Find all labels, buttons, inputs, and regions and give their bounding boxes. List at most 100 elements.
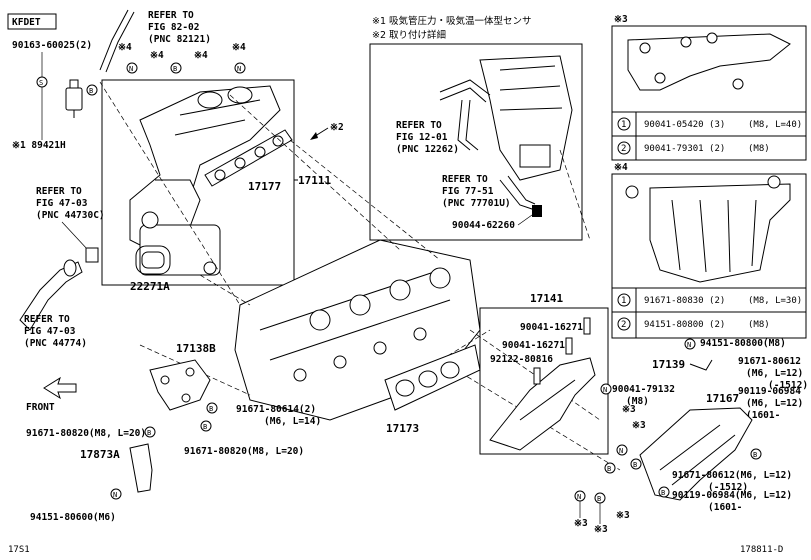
part-17177[interactable]: 17177 xyxy=(248,180,281,193)
bracket-17873a-drawing xyxy=(129,443,153,493)
callout-b-icon: B xyxy=(86,84,98,96)
part-90044[interactable]: 90044-62260 xyxy=(452,220,515,231)
svg-text:B: B xyxy=(173,65,177,73)
part-17111[interactable]: 17111 xyxy=(298,174,331,187)
part-91671-80614[interactable]: 91671-80614(2) xyxy=(236,404,316,415)
intake-manifold-flange-drawing xyxy=(625,175,791,283)
map-sensor-drawing xyxy=(65,79,83,118)
intake-manifold-drawing xyxy=(129,85,281,276)
note2-description: ※2 取り付け詳細 xyxy=(372,29,446,41)
part-91671-80612-a-spec: (M6, L=12) xyxy=(746,368,803,379)
part-91671-80820-b[interactable]: 91671-80820(M8, L=20) xyxy=(184,446,304,457)
kfdet-tag: KFDET xyxy=(7,13,57,30)
part-22271a[interactable]: 22271A xyxy=(130,280,170,293)
svg-text:90041-05420 (3): 90041-05420 (3) xyxy=(644,120,725,130)
svg-text:B: B xyxy=(147,429,151,437)
intake-manifold-box xyxy=(101,79,295,286)
part-17173[interactable]: 17173 xyxy=(386,422,419,435)
svg-text:KFDET: KFDET xyxy=(12,17,41,28)
exhaust-manifold-top-drawing xyxy=(627,32,791,91)
part-17873a[interactable]: 17873A xyxy=(80,448,120,461)
note4-row-2: 2 94151-80800 (2) (M8) xyxy=(617,317,770,331)
svg-text:B: B xyxy=(753,451,757,459)
part-94151-80600[interactable]: 94151-80600(M6) xyxy=(30,512,116,523)
detail-manifold-drawing xyxy=(479,55,573,181)
part-90041-16271-a[interactable]: 90041-16271 xyxy=(520,322,583,333)
note4-marker-a: ※4 xyxy=(118,42,132,53)
refer-to-fig-77-51-line1[interactable]: REFER TO xyxy=(442,174,488,185)
part-90119-06984-a[interactable]: 90119-06984 xyxy=(738,386,801,397)
pcv-hose-drawing xyxy=(19,259,83,331)
svg-text:B: B xyxy=(209,405,213,413)
part-91671-80612-b[interactable]: 91671-80612(M6, L=12) xyxy=(672,470,792,481)
part-94151-80800[interactable]: 94151-80800(M8) xyxy=(700,338,786,349)
part-91671-80614-spec: (M6, L=14) xyxy=(264,416,321,427)
part-90119-06984-b[interactable]: 90119-06984(M6, L=12) xyxy=(672,490,792,501)
note3-box xyxy=(611,25,807,161)
part-91671-80612-b-range: (-1512) xyxy=(708,482,748,493)
part-17139[interactable]: 17139 xyxy=(652,358,685,371)
part-91671-80612-a[interactable]: 91671-80612 xyxy=(738,356,801,367)
callout-b-icon: B xyxy=(594,492,606,504)
part-17141[interactable]: 17141 xyxy=(530,292,563,305)
callout-b-icon: B xyxy=(144,426,156,438)
note3-marker-e: ※3 xyxy=(594,524,608,535)
part-90041-16271-b[interactable]: 90041-16271 xyxy=(502,340,565,351)
note4-marker-d: ※4 xyxy=(232,42,246,53)
refer-to-fig-82-02-line1[interactable]: REFER TO xyxy=(148,10,194,21)
callout-s-icon: S xyxy=(36,76,48,88)
refer-to-fig-47-03-b-line3[interactable]: (PNC 44774) xyxy=(24,338,87,349)
exhaust-manifold-box xyxy=(479,307,609,455)
note3-marker-b: ※3 xyxy=(632,420,646,431)
svg-text:2: 2 xyxy=(621,320,626,330)
refer-to-fig-47-03-b-line1[interactable]: REFER TO xyxy=(24,314,70,325)
svg-text:(M8, L=40): (M8, L=40) xyxy=(748,120,802,130)
refer-to-fig-77-51-line2[interactable]: FIG 77-51 xyxy=(442,186,494,197)
exhaust-gasket-17173-drawing xyxy=(384,344,481,411)
footer-figure-id: 178811-D xyxy=(740,545,783,555)
note3-marker-title: ※3 xyxy=(614,14,628,25)
callout-b-icon: B xyxy=(604,462,616,474)
refer-to-fig-47-03-a-line2[interactable]: FIG 47-03 xyxy=(36,198,88,209)
part-91671-80820-a[interactable]: 91671-80820(M8, L=20) xyxy=(26,428,146,439)
refer-to-fig-47-03-b-line2[interactable]: FIG 47-03 xyxy=(24,326,76,337)
refer-to-fig-82-02-line2[interactable]: FIG 82-02 xyxy=(148,22,199,33)
note2-arrowhead-icon xyxy=(310,132,318,140)
part-89421[interactable]: ※1 89421H xyxy=(12,140,66,151)
svg-text:B: B xyxy=(89,87,93,95)
part-90041-79132[interactable]: 90041-79132 xyxy=(612,384,675,395)
svg-text:2: 2 xyxy=(621,144,626,154)
svg-text:B: B xyxy=(633,461,637,469)
gasket-22271a-drawing xyxy=(135,245,171,275)
svg-text:1: 1 xyxy=(621,296,626,306)
refer-to-fig-12-01-line3[interactable]: (PNC 12262) xyxy=(396,144,459,155)
cylinder-head-drawing xyxy=(234,239,481,421)
svg-text:B: B xyxy=(597,495,601,503)
note4-marker-title: ※4 xyxy=(614,162,628,173)
part-92122[interactable]: 92122-80816 xyxy=(490,354,553,365)
part-90163[interactable]: 90163-60025(2) xyxy=(12,40,92,51)
svg-text:N: N xyxy=(577,493,581,501)
note4-marker-c: ※4 xyxy=(194,50,208,61)
refer-to-fig-12-01-line2[interactable]: FIG 12-01 xyxy=(396,132,448,143)
note3-row-2: 2 90041-79301 (2) (M8) xyxy=(617,141,770,155)
part-90119-06984-b-range: (1601- xyxy=(708,502,742,513)
bracket-17139-drawing xyxy=(689,359,713,371)
part-17138b[interactable]: 17138B xyxy=(176,342,216,355)
callout-n-icon: N xyxy=(574,490,586,502)
callout-n-icon: N xyxy=(234,62,246,74)
svg-text:N: N xyxy=(113,491,117,499)
refer-to-fig-82-02-line3[interactable]: (PNC 82121) xyxy=(148,34,211,45)
refer-to-fig-77-51-line3[interactable]: (PNC 77701U) xyxy=(442,198,511,209)
detail-hose-drawing xyxy=(439,79,536,211)
note3-marker-d: ※3 xyxy=(574,518,588,529)
refer-to-fig-47-03-a-line3[interactable]: (PNC 44730C) xyxy=(36,210,105,221)
refer-to-fig-47-03-a-line1[interactable]: REFER TO xyxy=(36,186,82,197)
svg-text:B: B xyxy=(607,465,611,473)
part-91671-80612-a-range: (-1512) xyxy=(768,380,808,391)
part-17167[interactable]: 17167 xyxy=(706,392,739,405)
svg-text:B: B xyxy=(203,423,207,431)
exhaust-manifold-17141-drawing xyxy=(489,317,596,451)
callout-n-icon: N xyxy=(684,338,696,350)
refer-to-fig-12-01-line1[interactable]: REFER TO xyxy=(396,120,442,131)
